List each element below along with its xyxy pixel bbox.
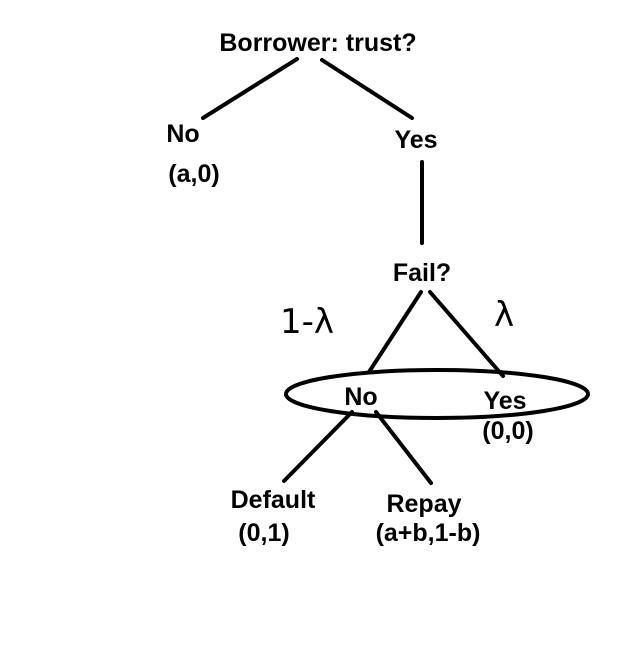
fail-yes-label: Yes [483,387,526,415]
fail-node-label: Fail? [393,259,451,287]
yes-trust-label: Yes [394,126,437,154]
edge-root-to-no [201,57,299,120]
probability-right-label: λ [494,295,514,335]
edge-fail-to-no [367,290,423,374]
fail-yes-payoff: (0,0) [482,417,533,445]
fail-no-label: No [344,383,377,411]
repay-payoff: (a+b,1-b) [376,519,481,547]
no-trust-payoff: (a,0) [168,160,219,188]
root-node-label: Borrower: trust? [219,29,416,57]
edge-fail-to-yes [428,290,505,378]
no-trust-label: No [166,120,199,148]
edge-root-to-yes [320,58,414,120]
edge-no-to-repay [374,410,433,485]
edge-no-to-default [282,410,354,483]
repay-label: Repay [386,490,461,518]
default-label: Default [231,486,316,514]
information-set-ellipse [284,368,590,420]
probability-left-label: 1-λ [280,302,334,342]
default-payoff: (0,1) [238,519,289,547]
